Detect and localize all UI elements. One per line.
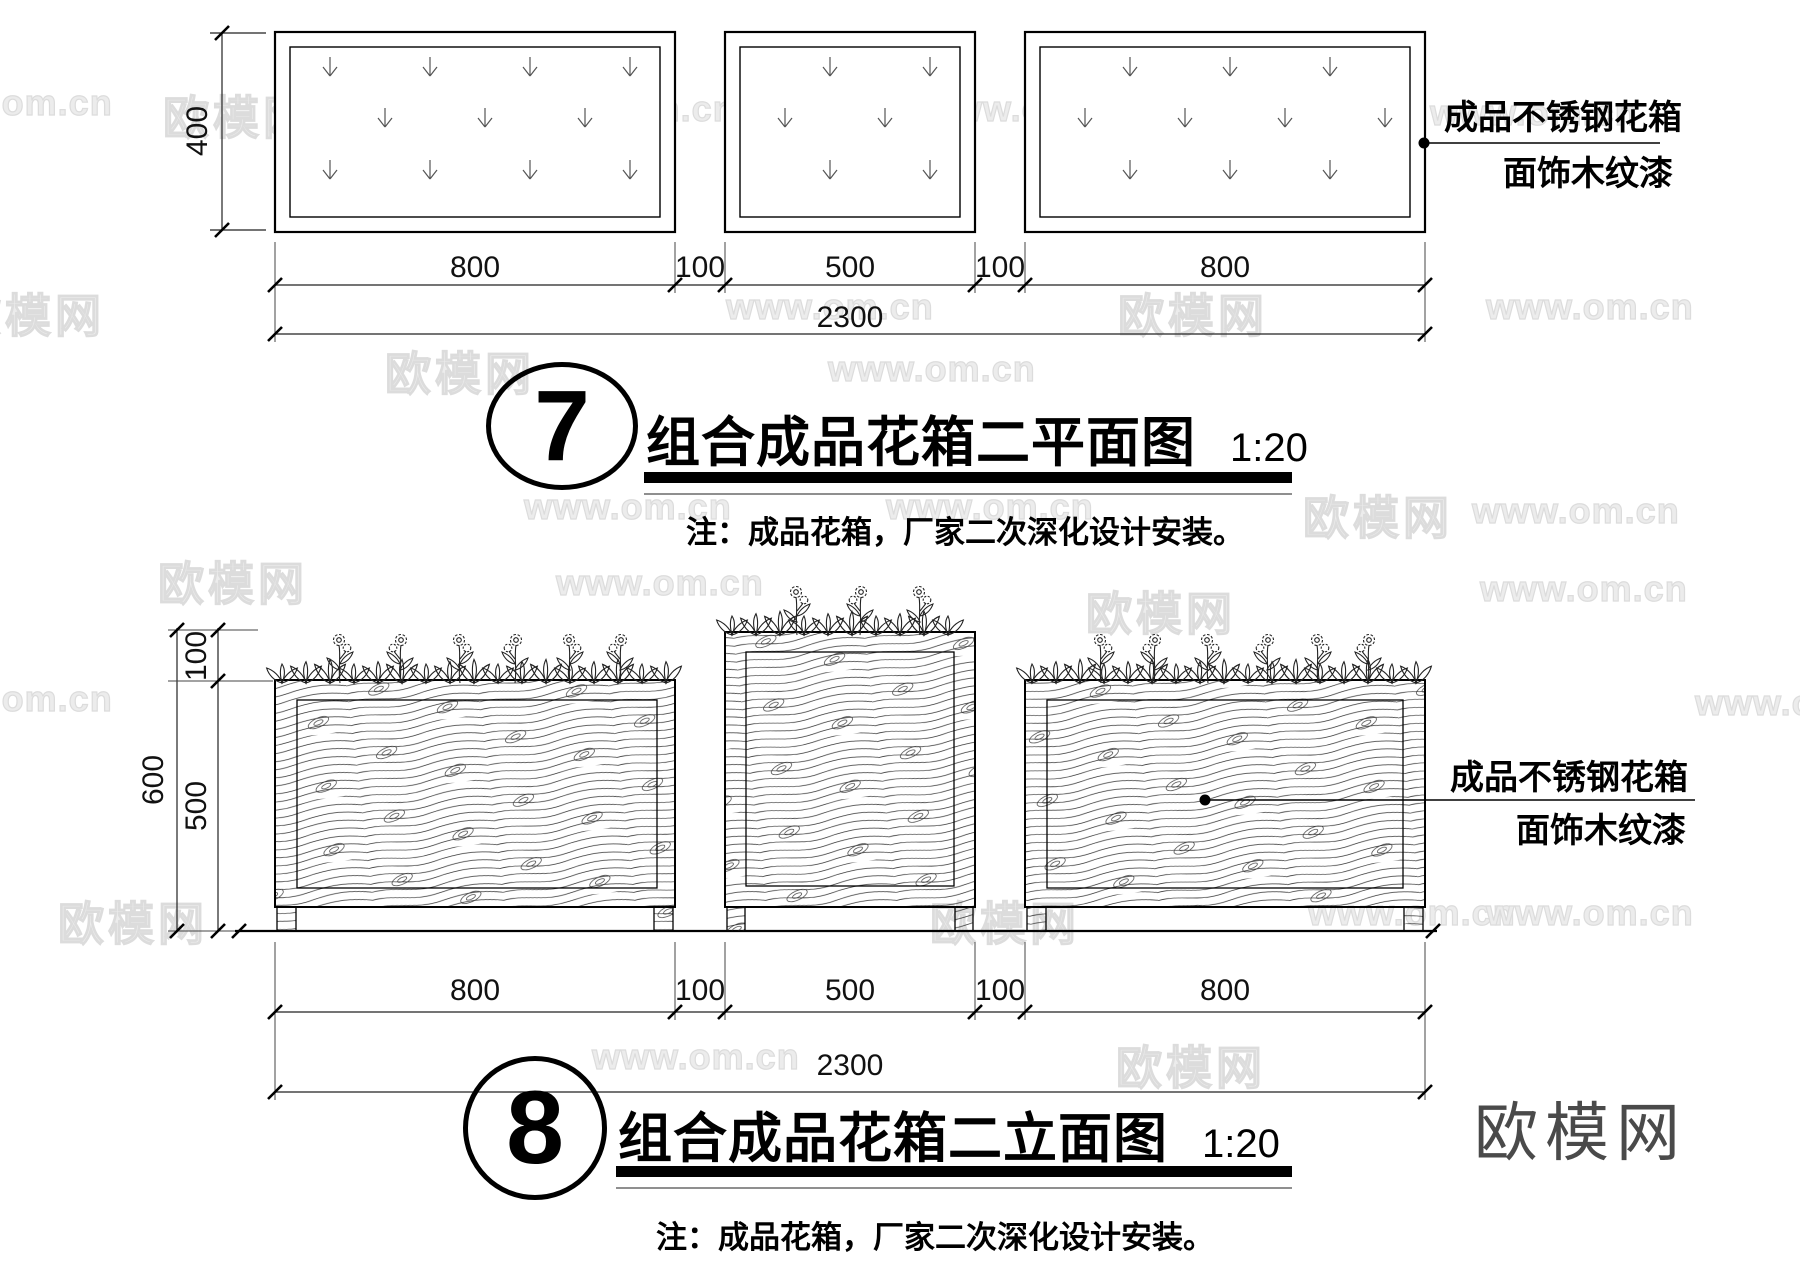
elev-extension-lines — [168, 629, 1426, 1100]
planter-box-outlines — [273, 30, 1427, 234]
plan-box-1-outer — [273, 30, 677, 234]
elev-title-row: 组合成品花箱二立面图 1:20 — [618, 1094, 1280, 1173]
elev-dim-100-left: 100 — [675, 974, 725, 1007]
elev-box-1-panel — [296, 699, 658, 889]
plan-annotation-line2: 面饰木纹漆 — [1503, 155, 1673, 193]
dim-tick — [1017, 1004, 1033, 1020]
flower-icon — [556, 633, 584, 684]
elev-title-underline — [616, 1166, 1292, 1177]
elevation-boxes — [274, 631, 1426, 932]
dim-tick — [169, 622, 185, 638]
elev-title: 组合成品花箱二立面图 — [618, 1109, 1168, 1169]
dim-tick — [214, 25, 230, 41]
dim-tick — [1017, 277, 1033, 293]
flower-icon — [1194, 633, 1222, 684]
elev-dimension-lines — [176, 628, 1425, 1093]
detail-8-number: 8 — [506, 1069, 564, 1186]
elev-box-3-leg — [1026, 906, 1047, 932]
flower-icon — [1140, 633, 1168, 684]
elev-dim-800-left: 800 — [450, 974, 500, 1007]
dim-tick — [231, 923, 247, 939]
elev-annotation-line2: 面饰木纹漆 — [1516, 812, 1686, 850]
dim-tick — [214, 222, 230, 238]
plan-dim-100-right: 100 — [975, 251, 1025, 284]
plan-box-1-inner — [289, 46, 661, 218]
dim-tick — [267, 1004, 283, 1020]
detail-7-number: 7 — [534, 369, 590, 482]
elev-note: 注：成品花箱，厂家二次深化设计安装。 — [656, 1220, 1214, 1255]
dim-tick — [1417, 1084, 1433, 1100]
plan-box-2-outer — [723, 30, 977, 234]
elev-box-1-body — [274, 679, 676, 908]
plan-annotation-line1: 成品不锈钢花箱 — [1444, 99, 1682, 137]
dim-tick — [267, 277, 283, 293]
elev-dim-800-right: 800 — [1200, 974, 1250, 1007]
elev-box-2-body — [724, 631, 976, 908]
plan-leader — [1418, 137, 1660, 149]
plan-dim-100-left: 100 — [675, 251, 725, 284]
flower-icon — [783, 585, 811, 636]
dim-tick — [1425, 923, 1441, 939]
elev-box-3-leg — [1403, 906, 1424, 932]
elev-dim-500: 500 — [825, 974, 875, 1007]
plan-dimension-lines — [210, 32, 1425, 335]
plan-view: 800 100 500 100 800 2300 400 成品不锈钢花箱 面饰木… — [181, 30, 1682, 342]
plan-title-underline — [644, 472, 1292, 483]
elev-dim-500v: 500 — [180, 781, 213, 831]
dim-tick — [667, 1004, 683, 1020]
elev-box-2-panel — [745, 651, 955, 887]
site-logo: 欧模网 — [1474, 1097, 1687, 1169]
flower-icon — [846, 585, 874, 636]
elev-box-2-leg — [726, 906, 746, 932]
elev-box-1-leg — [653, 906, 674, 932]
plan-dim-height: 400 — [181, 106, 214, 156]
elev-title-underline-thin — [616, 1187, 1292, 1189]
dim-tick — [667, 277, 683, 293]
dim-tick — [717, 1004, 733, 1020]
elev-box-2-leg — [954, 906, 974, 932]
elev-scale: 1:20 — [1202, 1122, 1280, 1166]
elevation-view: 800 100 500 100 800 2300 600 100 500 成品不… — [137, 628, 1695, 1100]
dim-tick — [1417, 1004, 1433, 1020]
plan-box-3-inner — [1039, 46, 1411, 218]
dim-tick — [717, 277, 733, 293]
dim-tick — [210, 673, 226, 689]
elev-dim-100: 100 — [180, 631, 213, 681]
dim-tick — [1417, 326, 1433, 342]
dim-tick — [267, 326, 283, 342]
detail-8-bubble: 8 — [463, 1056, 607, 1200]
elev-dim-total: 2300 — [817, 1049, 884, 1082]
plan-dim-500: 500 — [825, 251, 875, 284]
elev-box-3-panel — [1046, 699, 1404, 889]
plan-dim-800-right: 800 — [1200, 251, 1250, 284]
dim-tick — [967, 277, 983, 293]
plan-title-row: 组合成品花箱二平面图 1:20 — [646, 398, 1308, 477]
dim-tick — [967, 1004, 983, 1020]
elev-box-1-leg — [276, 906, 297, 932]
elev-dim-600: 600 — [137, 755, 170, 805]
dim-tick — [210, 622, 226, 638]
generated-decorations — [169, 25, 1441, 1100]
dim-tick — [210, 923, 226, 939]
plan-note: 注：成品花箱，厂家二次深化设计安装。 — [686, 515, 1244, 550]
elev-box-3-body — [1024, 679, 1426, 908]
dim-tick — [169, 923, 185, 939]
plan-title-underline-thin — [644, 493, 1292, 495]
dim-tick — [267, 1084, 283, 1100]
plan-scale: 1:20 — [1230, 426, 1308, 470]
plan-box-2-inner — [739, 46, 961, 218]
elev-dim-100-right: 100 — [975, 974, 1025, 1007]
plan-title: 组合成品花箱二平面图 — [646, 413, 1196, 473]
elev-annotation-line1: 成品不锈钢花箱 — [1450, 759, 1688, 797]
dim-tick — [1417, 277, 1433, 293]
plan-dim-800-left: 800 — [450, 251, 500, 284]
elev-leader — [1199, 794, 1695, 806]
plan-dim-total: 2300 — [817, 301, 884, 334]
detail-7-bubble: 7 — [486, 362, 638, 490]
plan-box-3-outer — [1023, 30, 1427, 234]
